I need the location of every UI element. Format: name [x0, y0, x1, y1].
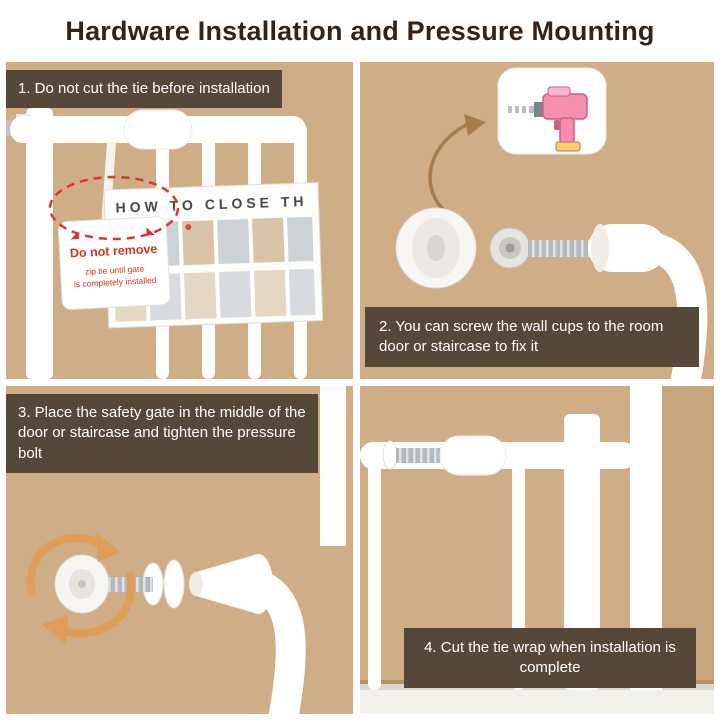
threaded-bolt [528, 240, 592, 257]
step2-label: 2. You can screw the wall cups to the ro… [365, 306, 699, 367]
highlight-ellipse [48, 175, 180, 241]
washer [489, 227, 531, 269]
gate-post [564, 414, 600, 690]
step3-photo [26, 386, 346, 714]
gate-post [26, 108, 53, 379]
tag-title: Do not remove [70, 242, 158, 261]
wall-cup [54, 554, 110, 614]
step4-label: 4. Cut the tie wrap when installation is… [404, 627, 696, 688]
curved-arrow-icon [428, 114, 486, 214]
page-header: Hardware Installation and Pressure Mount… [0, 0, 720, 62]
pressure-bumper [189, 554, 273, 614]
tag-line2: is completely installed [74, 275, 157, 289]
poster-title: HOW TO CLOSE TH [115, 193, 307, 216]
step3-label: 3. Place the safety gate in the middle o… [6, 394, 318, 473]
rotation-arrows-icon [26, 532, 136, 646]
pressure-bumper [588, 224, 666, 272]
drill-icon [497, 67, 607, 155]
gate-post [320, 386, 346, 546]
pressure-adjuster [382, 435, 507, 476]
tag-arrow-icon [146, 227, 155, 236]
step3-panel: 3. Place the safety gate in the middle o… [6, 386, 353, 714]
wall-cup [395, 207, 477, 289]
step1-panel: HOW TO CLOSE TH [6, 62, 353, 379]
tag-line1: zip tie until gate [85, 264, 145, 277]
warning-tag: Do not remove zip tie until gate is comp… [57, 216, 171, 310]
rail-adjuster-sleeve [123, 109, 193, 150]
page-title: Hardware Installation and Pressure Mount… [65, 15, 655, 46]
step1-label: 1. Do not cut the tie before installatio… [6, 70, 282, 109]
step4-panel: 4. Cut the tie wrap when installation is… [360, 386, 714, 714]
step1-photo: HOW TO CLOSE TH [6, 108, 324, 379]
step2-panel: 2. You can screw the wall cups to the ro… [360, 62, 714, 379]
